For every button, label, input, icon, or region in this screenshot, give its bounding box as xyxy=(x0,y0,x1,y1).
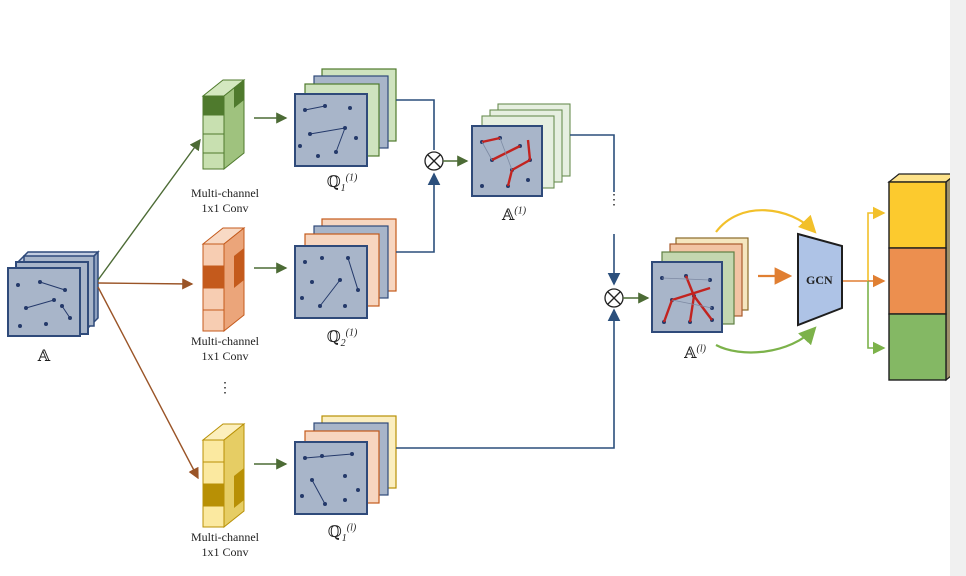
output-stack xyxy=(887,172,958,382)
multiply-node-2 xyxy=(604,288,624,308)
line-a1-down xyxy=(570,134,615,192)
tensor-q2 xyxy=(294,218,397,319)
arrow-green-to-gcn xyxy=(715,326,817,354)
conv-block-green xyxy=(201,78,246,171)
arrow-to-yellow-conv xyxy=(97,286,199,480)
label-conv-mid-line1: Multi-channel xyxy=(191,334,259,348)
label-conv-bot: Multi-channel 1x1 Conv xyxy=(165,530,285,560)
output-yellow-box xyxy=(888,181,947,249)
label-q1: ℚ1(1) xyxy=(326,172,358,195)
arrow-out-green xyxy=(867,281,886,355)
label-ql: ℚ1(l) xyxy=(327,522,357,545)
label-conv-bot-line2: 1x1 Conv xyxy=(201,545,249,559)
tensor-al xyxy=(651,237,749,333)
line-q1-to-mult1 xyxy=(396,99,435,150)
line-ql-to-mult2 xyxy=(396,308,621,449)
label-conv-top-line2: 1x1 Conv xyxy=(201,201,249,215)
tensor-ql xyxy=(294,415,397,515)
label-conv-top: Multi-channel 1x1 Conv xyxy=(165,186,285,216)
arrow-to-green-conv xyxy=(97,138,201,281)
arrow-to-orange-conv xyxy=(97,278,194,290)
label-conv-mid-line2: 1x1 Conv xyxy=(201,349,249,363)
right-edge-strip xyxy=(950,0,966,576)
tensor-q1 xyxy=(294,68,397,167)
gcn-block xyxy=(797,232,843,327)
label-a1: 𝔸(1) xyxy=(501,205,527,224)
label-conv-top-line1: Multi-channel xyxy=(191,186,259,200)
line-q2-to-mult1 xyxy=(396,172,441,253)
conv-block-orange xyxy=(201,226,246,333)
arrow-out-yellow xyxy=(867,206,886,281)
label-al: 𝔸(l) xyxy=(684,343,706,362)
conv-block-yellow xyxy=(201,422,246,529)
gcn-label: GCN xyxy=(806,273,833,287)
tensor-a1 xyxy=(471,103,571,197)
arrow-yellow-to-gcn xyxy=(715,209,817,234)
label-input-a: 𝔸 xyxy=(37,348,51,365)
output-green-box xyxy=(888,313,947,381)
multiply-node-1 xyxy=(424,151,444,171)
ellipsis-vertical-left: ⋮ xyxy=(218,381,232,396)
label-conv-bot-line1: Multi-channel xyxy=(191,530,259,544)
output-orange-box xyxy=(888,247,947,315)
input-tensor-a xyxy=(7,250,100,337)
label-q2: ℚ2(1) xyxy=(326,327,358,350)
label-conv-mid: Multi-channel 1x1 Conv xyxy=(165,334,285,364)
ellipsis-vertical-right: ⋮ xyxy=(607,193,621,208)
